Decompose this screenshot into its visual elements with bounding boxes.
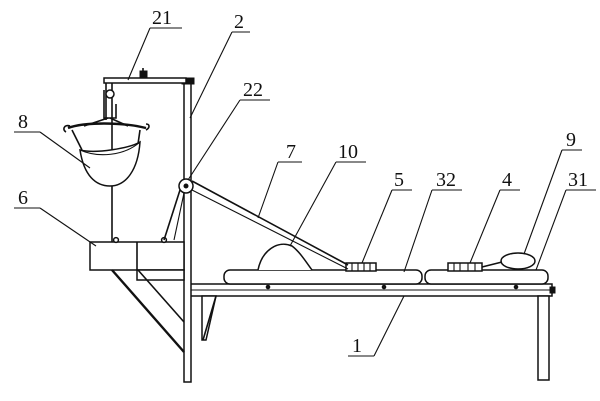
harness-sling — [79, 140, 141, 187]
bed-brace-line — [202, 295, 217, 341]
traction-rope-7-upper — [191, 180, 349, 266]
leader-31 — [535, 189, 567, 271]
column-2 — [183, 81, 192, 383]
label-5: 5 — [394, 169, 404, 191]
leader-21 — [127, 27, 151, 81]
rail-bolt-2 — [381, 284, 387, 290]
label-6: 6 — [18, 187, 28, 209]
label-21: 21 — [152, 7, 172, 29]
support-bracket — [89, 236, 185, 353]
mattress-pads — [223, 269, 549, 285]
rope-to-box — [163, 189, 181, 241]
pillow-strap — [481, 261, 503, 268]
leader-6 — [39, 207, 97, 247]
brace-outer — [111, 269, 185, 353]
label-1: 1 — [352, 335, 362, 357]
label-7: 7 — [286, 141, 296, 163]
leader-10 — [289, 161, 337, 247]
label-2: 2 — [234, 11, 244, 33]
leader-32 — [403, 189, 433, 273]
rail-bolt-3 — [513, 284, 519, 290]
bed-right-leg — [537, 295, 550, 381]
pillow-9 — [500, 252, 536, 270]
bed-end-knob — [549, 286, 556, 294]
label-32: 32 — [436, 169, 456, 191]
leader-22 — [187, 99, 241, 181]
leader-8 — [39, 131, 91, 169]
crossbar-knob — [139, 70, 148, 79]
hanger-pulley — [105, 89, 115, 99]
bracket-arm — [136, 269, 185, 281]
strap-buckle-4 — [447, 262, 483, 272]
mattress-pad-32 — [223, 269, 423, 285]
harness-spreader — [67, 122, 147, 130]
traction-pulley-assembly — [163, 178, 349, 270]
rail-bolt-1 — [265, 284, 271, 290]
bed-frame — [189, 283, 556, 381]
leader-9 — [523, 149, 563, 255]
leader-2 — [189, 31, 233, 119]
patient-body-10 — [257, 243, 313, 271]
label-31: 31 — [568, 169, 588, 191]
label-8: 8 — [18, 111, 28, 133]
mattress-pad-31 — [424, 269, 549, 285]
brace-inner — [137, 269, 185, 323]
label-4: 4 — [502, 169, 512, 191]
leader-7 — [257, 161, 279, 219]
label-9: 9 — [566, 129, 576, 151]
callouts: 21 2 22 8 7 10 5 32 4 — [14, 7, 596, 357]
label-22: 22 — [243, 79, 263, 101]
upright-column — [181, 77, 195, 383]
leader-4 — [469, 189, 501, 264]
box-hook-left — [112, 236, 120, 244]
label-10: 10 — [338, 141, 358, 163]
traction-rope-7-lower — [191, 189, 349, 270]
strap-buckle-5 — [345, 262, 377, 272]
leader-1 — [373, 295, 405, 357]
head-harness-8 — [63, 117, 150, 187]
leader-5 — [361, 189, 393, 264]
